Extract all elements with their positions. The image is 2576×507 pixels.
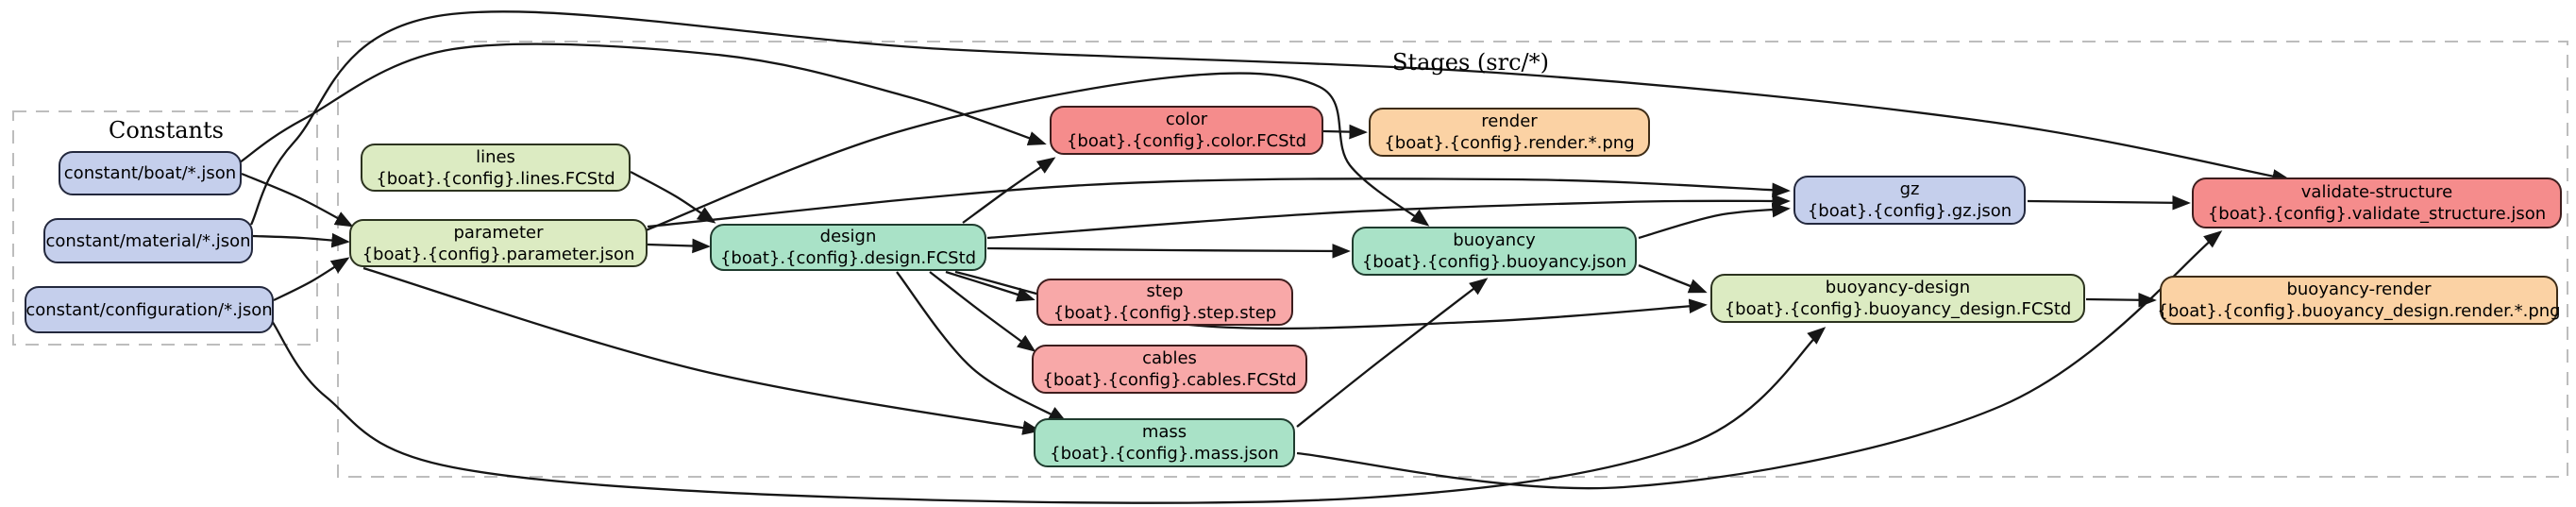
node-label: color [1165,110,1208,129]
edge-constant-boat-to-color [239,42,1047,163]
edge-lines-to-design [630,170,716,224]
node-design: design {boat}.{config}.design.FCStd [710,224,986,271]
node-label: constant/configuration/*.json [25,299,273,320]
node-label: render [1481,111,1538,131]
node-label: constant/material/*.json [45,230,251,251]
node-label: cables [1142,348,1197,368]
edge-design-to-cables [929,271,1036,352]
node-file-pattern: {boat}.{config}.render.*.png [1384,133,1635,153]
edges [239,10,2291,504]
edge-constant-configuration-to-buoyancy-design [271,320,1827,504]
node-lines: lines{boat}.{config}.lines.FCStd [361,144,631,192]
node-file-pattern: {boat}.{config}.buoyancy.json [1361,252,1627,272]
node-label: buoyancy [1453,230,1536,250]
node-constant-configuration: constant/configuration/*.json [25,286,274,333]
cluster-title-stages: Stages (src/*) [1392,49,1549,76]
node-label: buoyancy-render [2286,279,2432,299]
node-file-pattern: {boat}.{config}.color.FCStd [1066,131,1307,151]
node-buoyancy: buoyancy{boat}.{config}.buoyancy.json [1352,227,1637,276]
cluster-boxes [12,41,2568,478]
edge-constant-configuration-to-parameter [273,257,350,302]
node-label: parameter [453,222,544,243]
node-label: design [819,227,877,246]
node-step: step{boat}.{config}.step.step [1036,279,1293,326]
edge-buoyancy-to-buoyancy-design [1638,263,1708,294]
node-file-pattern: {boat}.{config}.validate_structure.json [2207,204,2547,224]
node-file-pattern: {boat}.{config}.parameter.json [362,244,635,264]
cluster-box-constants [12,110,318,346]
node-file-pattern: {boat}.{config}.cables.FCStd [1042,370,1297,390]
node-file-pattern: {boat}.{config}.mass.json [1050,444,1279,464]
node-label: constant/boat/*.json [63,163,237,183]
edge-design-to-gz [986,194,1791,240]
cluster-box-stages [337,41,2568,478]
node-buoyancy-render: buoyancy-render{boat}.{config}.buoyancy_… [2157,276,2561,325]
node-label: validate-structure [2300,182,2453,202]
node-cables: cables{boat}.{config}.cables.FCStd [1032,345,1307,394]
edge-mass-to-validate-structure [1296,230,2223,490]
edge-parameter-to-gz [647,177,1791,228]
edge-constant-material-to-parameter [252,232,350,248]
edge-design-to-mass [896,271,1068,423]
edge-parameter-to-buoyancy [645,72,1430,232]
node-file-pattern: {boat}.{config}.lines.FCStd [376,168,615,189]
node-parameter: parameter{boat}.{config}.parameter.json [349,219,648,267]
node-mass: mass{boat}.{config}.mass.json [1034,418,1295,467]
node-buoyancy-design: buoyancy-design {boat}.{config}.buoyancy_… [1710,274,2085,323]
node-label: lines [476,146,515,167]
node-constant-boat: constant/boat/*.json [59,151,242,195]
node-file-pattern: {boat}.{config}.step.step [1052,303,1277,323]
node-file-pattern: {boat}.{config}.gz.json [1807,201,2012,221]
edge-parameter-to-design [647,238,711,254]
node-validate-structure: validate-structure{boat}.{config}.valida… [2192,177,2562,228]
node-file-pattern: {boat}.{config}.buoyancy_design.FCStd [1724,299,2072,319]
edge-buoyancy-to-gz [1638,202,1791,240]
node-label: buoyancy-design [1825,278,1971,297]
edge-constant-material-to-validate-structure [249,10,2291,226]
edge-constant-boat-to-parameter [241,172,354,228]
edge-design-to-buoyancy [986,244,1351,259]
node-file-pattern: {boat}.{config}.design.FCStd [719,248,977,268]
node-gz: gz{boat}.{config}.gz.json [1793,176,2026,225]
node-render: render{boat}.{config}.render.*.png [1369,108,1650,157]
node-label: mass [1141,422,1187,442]
edge-design-to-color [962,157,1056,224]
node-label: gz [1899,179,1920,199]
edge-gz-to-validate-structure [2027,194,2191,211]
edge-buoyancy-design-to-buoyancy-render [2085,292,2157,308]
node-constant-material: constant/material/*.json [43,218,253,263]
node-color: color {boat}.{config}.color.FCStd [1050,106,1323,155]
cluster-title-constants: Constants [109,117,224,144]
edge-mass-to-buoyancy [1296,278,1489,428]
node-label: step [1146,281,1184,301]
edge-design-to-step [945,270,1035,302]
edge-color-to-render [1322,124,1368,140]
edge-parameter-to-mass [362,266,1041,435]
node-file-pattern: {boat}.{config}.buoyancy_design.render.*… [2157,301,2561,321]
